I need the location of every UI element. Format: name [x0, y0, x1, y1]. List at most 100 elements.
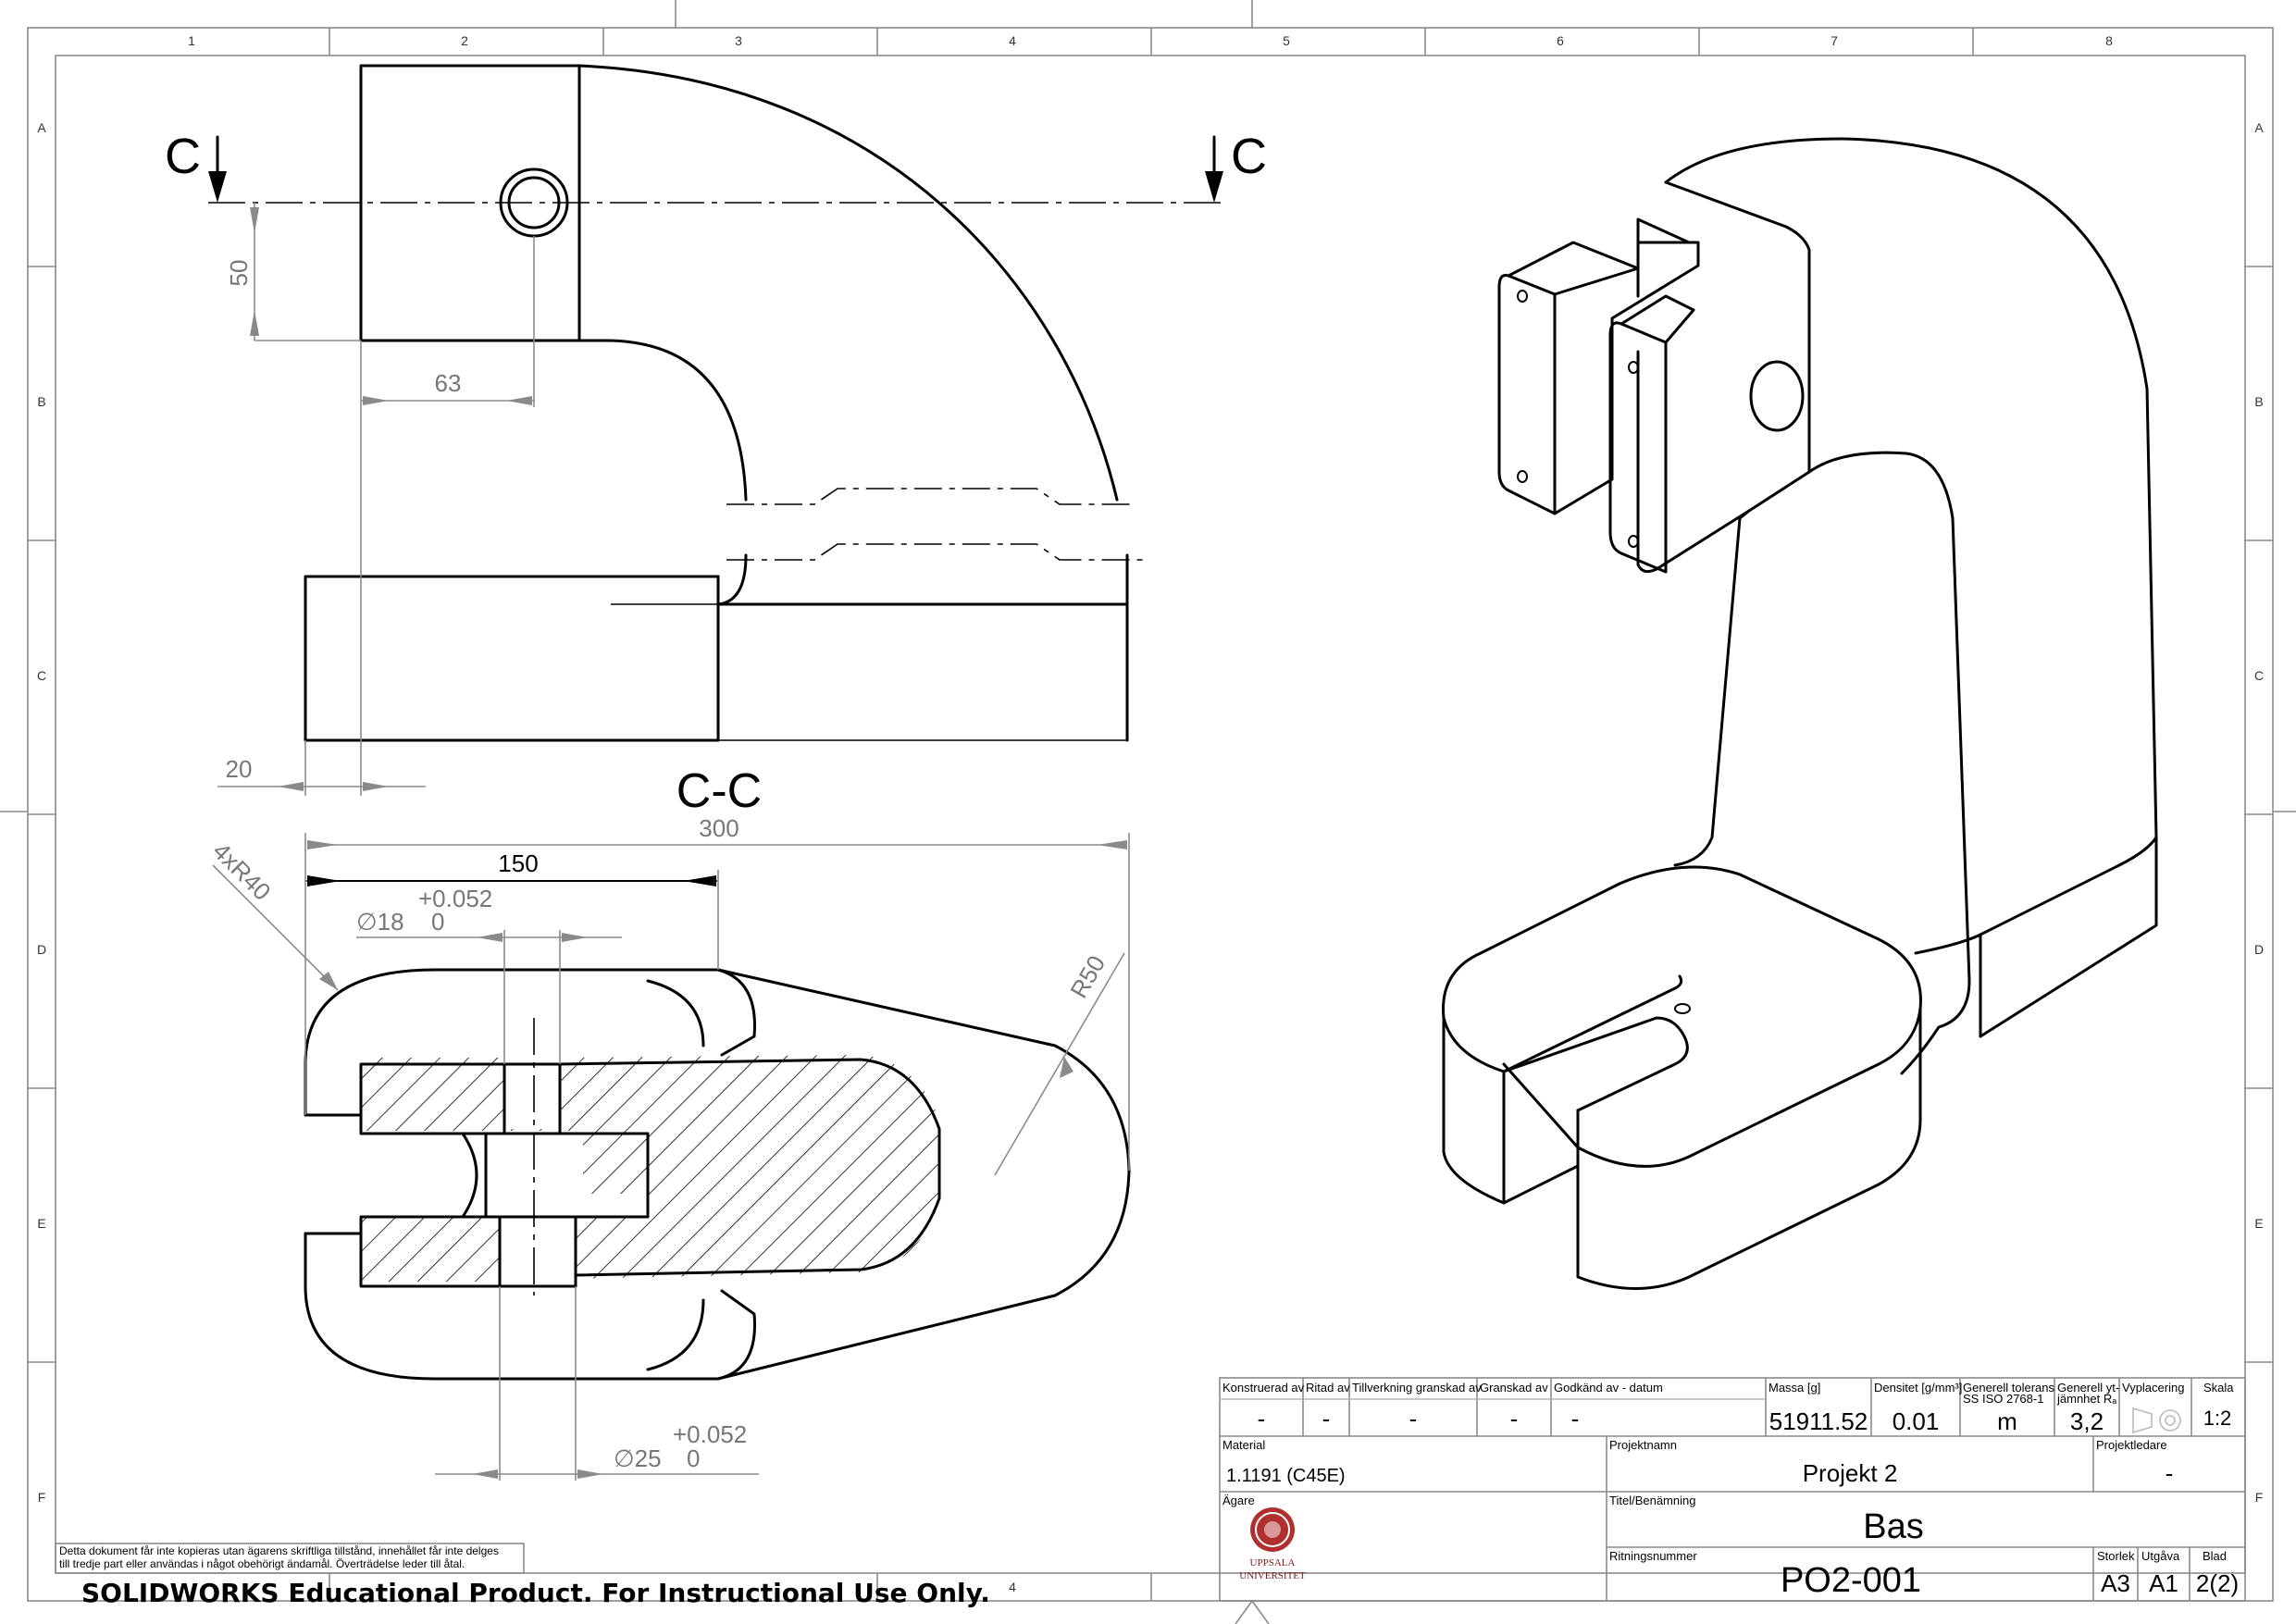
dim-hole-25: ∅25 +0.052 0: [435, 1286, 759, 1481]
zone-row-a-right: A: [2254, 120, 2264, 135]
tb-titel-label: Titel/Benämning: [1609, 1494, 1695, 1507]
tb-storlek-value: A3: [2101, 1569, 2130, 1597]
section-marker-left: C: [165, 129, 227, 203]
zone-col-1: 1: [188, 33, 195, 48]
dim-hole-18-diameter: ∅18: [356, 908, 404, 936]
tb-storlek-label: Storlek: [2097, 1549, 2135, 1563]
tb-utgava-label: Utgåva: [2141, 1549, 2180, 1563]
tb-massa-label: Massa [g]: [1769, 1381, 1820, 1395]
zone-row-d-left: D: [37, 942, 46, 957]
zone-labels: 1 2 3 4 5 6 7 8 4 A B C D E F A B C D E …: [37, 33, 2264, 1594]
section-marker-right: C: [1205, 129, 1267, 203]
section-view: [304, 968, 1131, 1381]
tb-densitet-value: 0.01: [1893, 1407, 1940, 1435]
tb-material-label: Material: [1222, 1438, 1265, 1452]
dim-r50-text: R50: [1064, 950, 1111, 1002]
tb-ytjamnhet-value: 3,2: [2070, 1407, 2104, 1435]
tb-skala-value: 1:2: [2203, 1407, 2232, 1430]
zone-row-d-right: D: [2254, 942, 2264, 957]
dim-hole-25-tol-lower: 0: [687, 1444, 700, 1472]
zone-col-3: 3: [735, 33, 742, 48]
zone-row-f-left: F: [38, 1490, 46, 1505]
tb-tillverkning-value: -: [1409, 1405, 1418, 1432]
tb-ritad-value: -: [1322, 1405, 1331, 1432]
dim-50-text: 50: [225, 260, 253, 287]
tb-projektnamn-value: Projekt 2: [1803, 1459, 1898, 1487]
zone-row-a-left: A: [37, 120, 46, 135]
zone-col-8: 8: [2105, 33, 2113, 48]
logo-line2: UNIVERSITET: [1239, 1570, 1306, 1581]
tb-godkand-label: Godkänd av - datum: [1554, 1381, 1663, 1395]
zone-row-c-right: C: [2254, 668, 2264, 683]
tb-skala-label: Skala: [2203, 1381, 2234, 1395]
tb-granskad-value: -: [1510, 1405, 1519, 1432]
zone-row-f-right: F: [2255, 1490, 2264, 1505]
dim-r50: R50: [994, 950, 1125, 1176]
zone-row-b-right: B: [2254, 394, 2263, 409]
third-angle-projection-icon: [2132, 1407, 2181, 1434]
dim-4xr40: 4xR40: [207, 837, 339, 991]
dim-20: 20: [217, 407, 426, 796]
tb-ritningsnummer-value: PO2-001: [1781, 1561, 1921, 1600]
zone-row-b-left: B: [37, 394, 45, 409]
zone-row-e-right: E: [2254, 1216, 2263, 1231]
tb-projektledare-value: -: [2166, 1459, 2174, 1487]
tb-granskad-label: Granskad av: [1480, 1381, 1548, 1395]
zone-row-c-left: C: [37, 668, 46, 683]
zone-col-5: 5: [1283, 33, 1290, 48]
tb-tillverkning-label: Tillverkning granskad av: [1352, 1381, 1482, 1395]
dim-150-text: 150: [498, 849, 538, 877]
tb-utgava-value: A1: [2149, 1569, 2178, 1597]
tb-tolerans-label-2: SS ISO 2768-1: [1963, 1392, 2043, 1406]
title-block: Konstruerad av - Ritad av - Tillverkning…: [1219, 1377, 2246, 1602]
dim-300: 300: [304, 814, 1130, 1171]
tb-projektledare-label: Projektledare: [2096, 1438, 2167, 1452]
dim-20-text: 20: [226, 755, 253, 783]
copyright-notice: Detta dokument får inte kopieras utan äg…: [55, 1543, 525, 1574]
tb-konstruerad-value: -: [1258, 1405, 1266, 1432]
isometric-view: [1442, 137, 2158, 1290]
uppsala-university-logo: UPPSALA UNIVERSITET: [1239, 1507, 1306, 1581]
tb-ritningsnummer-label: Ritningsnummer: [1609, 1549, 1697, 1563]
dim-50: 50: [225, 203, 361, 341]
dim-63: 63: [360, 236, 535, 407]
tb-ytjamnhet-label-1: Generell yt-: [2057, 1381, 2119, 1395]
zone-row-e-left: E: [37, 1216, 45, 1231]
tb-titel-value: Bas: [1863, 1507, 1923, 1546]
zone-bottom-label: 4: [1009, 1580, 1016, 1594]
tb-projektnamn-label: Projektnamn: [1609, 1438, 1677, 1452]
dim-63-text: 63: [435, 369, 462, 397]
dim-hole-18-tol-lower: 0: [431, 908, 444, 936]
dim-hole-25-tol-upper: +0.052: [673, 1420, 747, 1448]
educational-watermark: SOLIDWORKS Educational Product. For Inst…: [81, 1578, 990, 1608]
dim-hole-25-diameter: ∅25: [614, 1444, 662, 1472]
dim-150: 150: [306, 849, 719, 970]
section-title: C-C: [676, 764, 762, 818]
dim-hole-18-tol-upper: +0.052: [418, 885, 492, 912]
zone-col-2: 2: [461, 33, 468, 48]
dim-4xr40-text: 4xR40: [207, 837, 276, 905]
zone-col-7: 7: [1831, 33, 1838, 48]
tb-godkand-value: -: [1571, 1405, 1580, 1432]
section-marker-right-label: C: [1231, 129, 1267, 184]
logo-line1: UPPSALA: [1250, 1557, 1296, 1568]
tb-agare-label: Ägare: [1222, 1494, 1255, 1507]
tb-blad-label: Blad: [2203, 1549, 2227, 1563]
tb-tolerans-value: m: [1997, 1407, 2017, 1435]
notice-line2: till tredje part eller användas i något …: [59, 1557, 465, 1570]
tb-ytjamnhet-label-2: jämnhet Rₐ: [2056, 1392, 2116, 1406]
tb-densitet-label: Densitet [g/mm³]: [1874, 1381, 1962, 1395]
tb-material-value: 1.1191 (C45E): [1226, 1466, 1346, 1486]
notice-line1: Detta dokument får inte kopieras utan äg…: [59, 1544, 499, 1557]
tb-konstruerad-label: Konstruerad av: [1222, 1381, 1305, 1395]
tb-vyplacering-label: Vyplacering: [2122, 1381, 2184, 1395]
front-view: [208, 64, 1222, 742]
tb-ritad-label: Ritad av: [1306, 1381, 1350, 1395]
section-marker-left-label: C: [165, 129, 201, 184]
tb-massa-value: 51911.52: [1769, 1407, 1868, 1435]
tb-blad-value: 2(2): [2196, 1569, 2239, 1597]
dim-300-text: 300: [699, 814, 738, 842]
dim-hole-18: ∅18 +0.052 0: [356, 885, 622, 1064]
